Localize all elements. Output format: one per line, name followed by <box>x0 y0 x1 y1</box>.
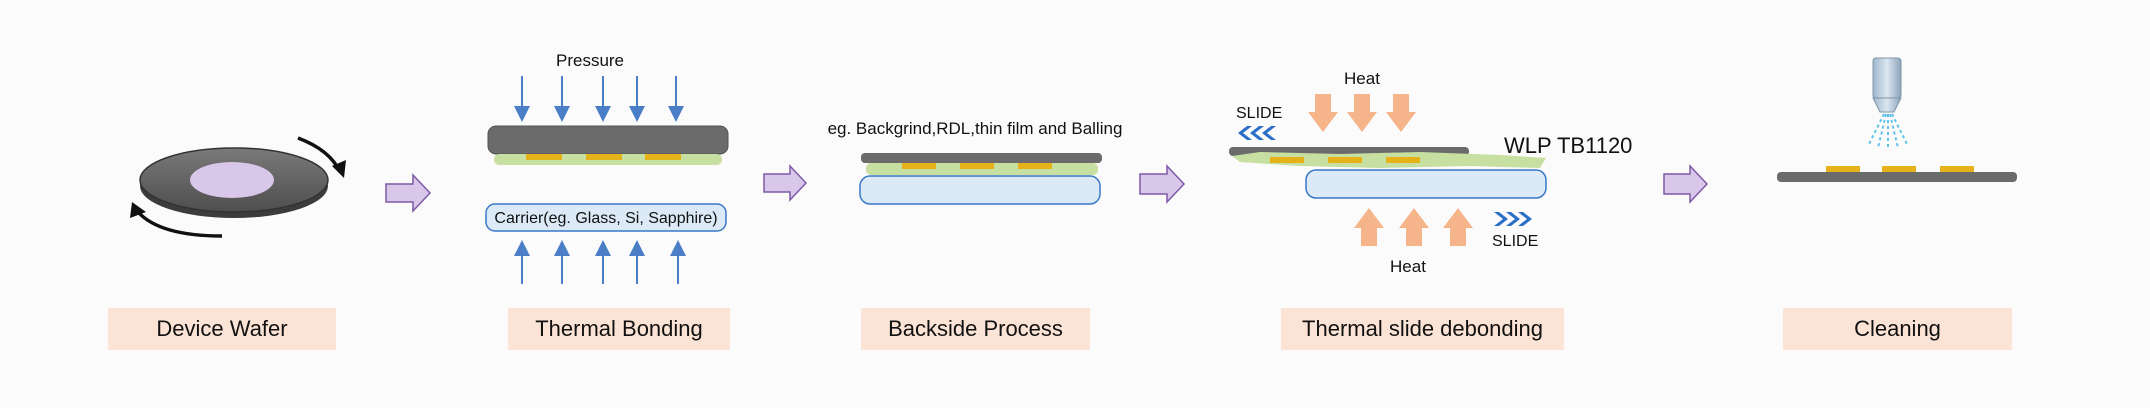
thinned-wafer <box>861 153 1102 163</box>
debond-bump-2 <box>1328 157 1362 163</box>
step-label-backside-process: Backside Process <box>861 308 1090 350</box>
heat-arrows-down <box>1308 94 1416 132</box>
heat-arrows-up <box>1354 208 1473 246</box>
flow-arrow-4 <box>1663 164 1709 204</box>
pressure-arrows-down <box>514 76 684 122</box>
step-label-device-wafer: Device Wafer <box>108 308 336 350</box>
debond-carrier <box>1305 169 1547 199</box>
slide-left-label: SLIDE <box>1236 105 1282 122</box>
thermal-slide-debonding-illustration: Heat SLIDE WLP TB1120 SLIDE He <box>1229 69 1632 276</box>
slide-right-chevrons <box>1494 212 1532 226</box>
cleaning-nozzle-tip <box>1872 97 1902 113</box>
rotation-arrowhead-bottom <box>130 202 146 218</box>
bump-1 <box>526 154 562 160</box>
flow-arrow-2 <box>763 164 808 202</box>
debond-bump-1 <box>1270 157 1304 163</box>
cleaning-spray <box>1867 113 1909 150</box>
step-label-thermal-bonding: Thermal Bonding <box>508 308 730 350</box>
slide-left-chevrons <box>1238 126 1276 140</box>
rotation-arrow-bottom <box>136 210 223 238</box>
device-wafer-illustration <box>130 136 346 238</box>
pressure-arrows-up <box>514 240 686 284</box>
carrier-label: Carrier(eg. Glass, Si, Sapphire) <box>494 210 717 227</box>
backside-process-illustration: eg. Backgrind,RDL,thin film and Balling <box>828 119 1123 205</box>
bump-3 <box>645 154 681 160</box>
cleaning-illustration <box>1777 57 2017 182</box>
backside-bump-3 <box>1018 163 1052 169</box>
pressure-label: Pressure <box>556 51 624 70</box>
backside-bump-1 <box>902 163 936 169</box>
backside-carrier <box>859 175 1101 205</box>
backside-process-note: eg. Backgrind,RDL,thin film and Balling <box>828 119 1123 138</box>
carrier-substrate <box>485 203 727 232</box>
clean-bump-1 <box>1826 166 1860 173</box>
rotation-arrowhead-top <box>332 160 346 178</box>
step-label-thermal-slide-debonding: Thermal slide debonding <box>1281 308 1564 350</box>
flow-arrow-3 <box>1139 164 1186 204</box>
flow-arrow-1 <box>385 173 432 213</box>
backside-bump-2 <box>960 163 994 169</box>
thermal-bonding-illustration: Pressure Carrier(eg. Glass, Si, Sapphire… <box>485 51 729 284</box>
cleaning-nozzle-body <box>1872 57 1902 99</box>
slide-right-label: SLIDE <box>1492 233 1538 250</box>
product-label: WLP TB1120 <box>1504 133 1632 158</box>
clean-bump-2 <box>1882 166 1916 173</box>
heat-top-label: Heat <box>1344 69 1380 88</box>
wafer-die-area <box>190 162 274 198</box>
heat-bottom-label: Heat <box>1390 257 1426 276</box>
debond-bump-3 <box>1386 157 1420 163</box>
device-wafer-plate <box>487 125 729 155</box>
cleaned-wafer <box>1777 172 2017 182</box>
step-label-cleaning: Cleaning <box>1783 308 2012 350</box>
bump-2 <box>586 154 622 160</box>
clean-bump-3 <box>1940 166 1974 173</box>
